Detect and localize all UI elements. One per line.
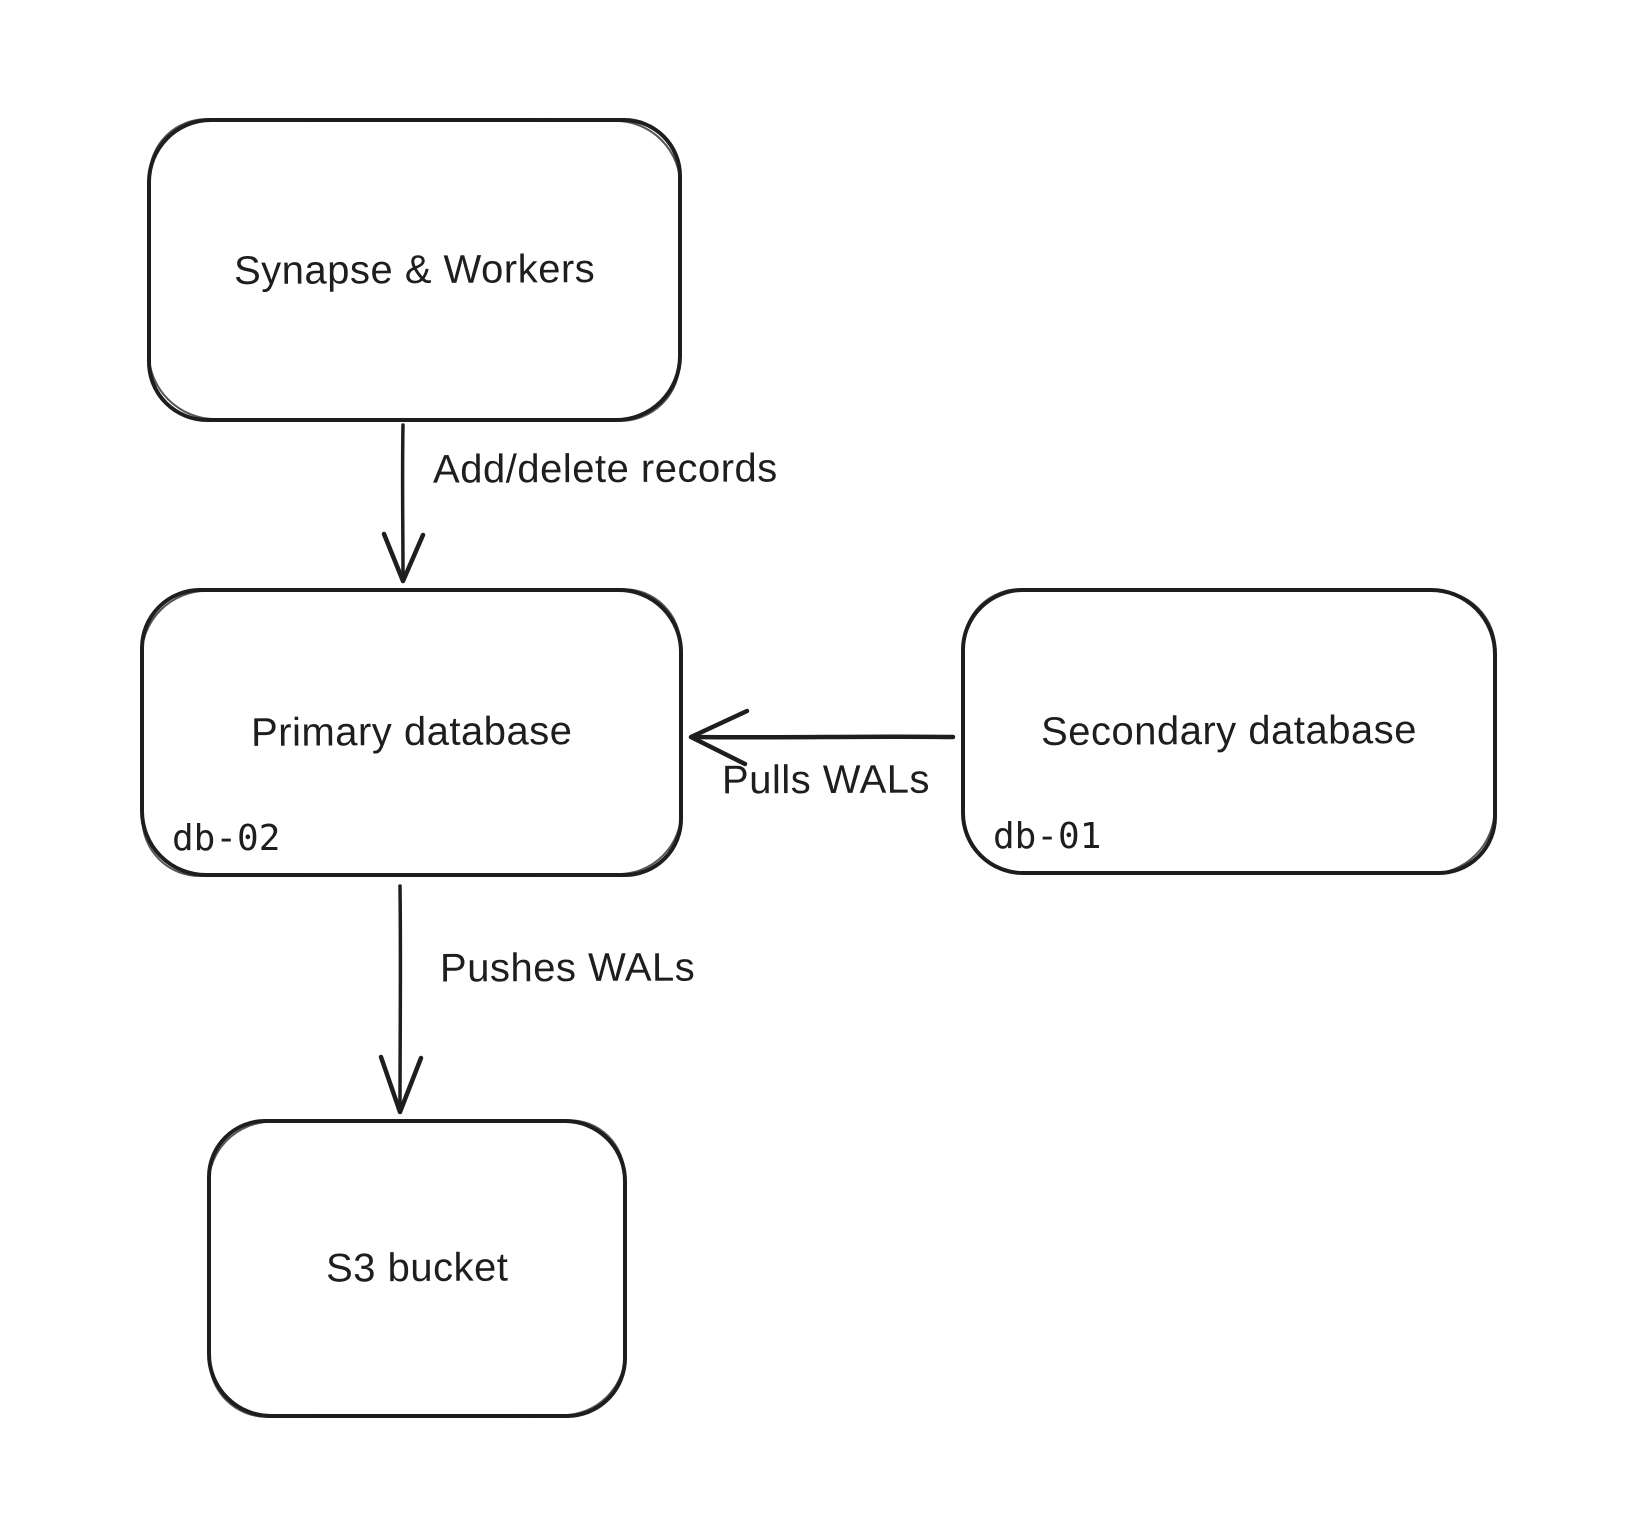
node-secondary-database-label: Secondary database: [1040, 708, 1418, 754]
node-primary-database-label: Primary database: [250, 709, 573, 755]
node-primary-database-hostname: db-02: [172, 818, 281, 859]
node-synapse-workers-label: Synapse & Workers: [233, 246, 596, 293]
node-secondary-database: Secondary database db-01: [961, 588, 1497, 875]
edge-label-pushes-wals: Pushes WALs: [439, 945, 696, 991]
arrow-pushes-wals: [378, 884, 424, 1115]
node-synapse-workers: Synapse & Workers: [147, 118, 682, 422]
arrow-add-delete-records: [381, 423, 426, 584]
node-primary-database: Primary database db-02: [140, 588, 683, 877]
node-secondary-database-hostname: db-01: [993, 816, 1102, 857]
edge-label-pulls-wals: Pulls WALs: [721, 757, 931, 803]
arrow-pulls-wals: [688, 708, 956, 767]
node-s3-bucket-label: S3 bucket: [325, 1245, 509, 1291]
node-s3-bucket: S3 bucket: [207, 1119, 627, 1418]
edge-label-add-delete-records: Add/delete records: [432, 446, 778, 492]
